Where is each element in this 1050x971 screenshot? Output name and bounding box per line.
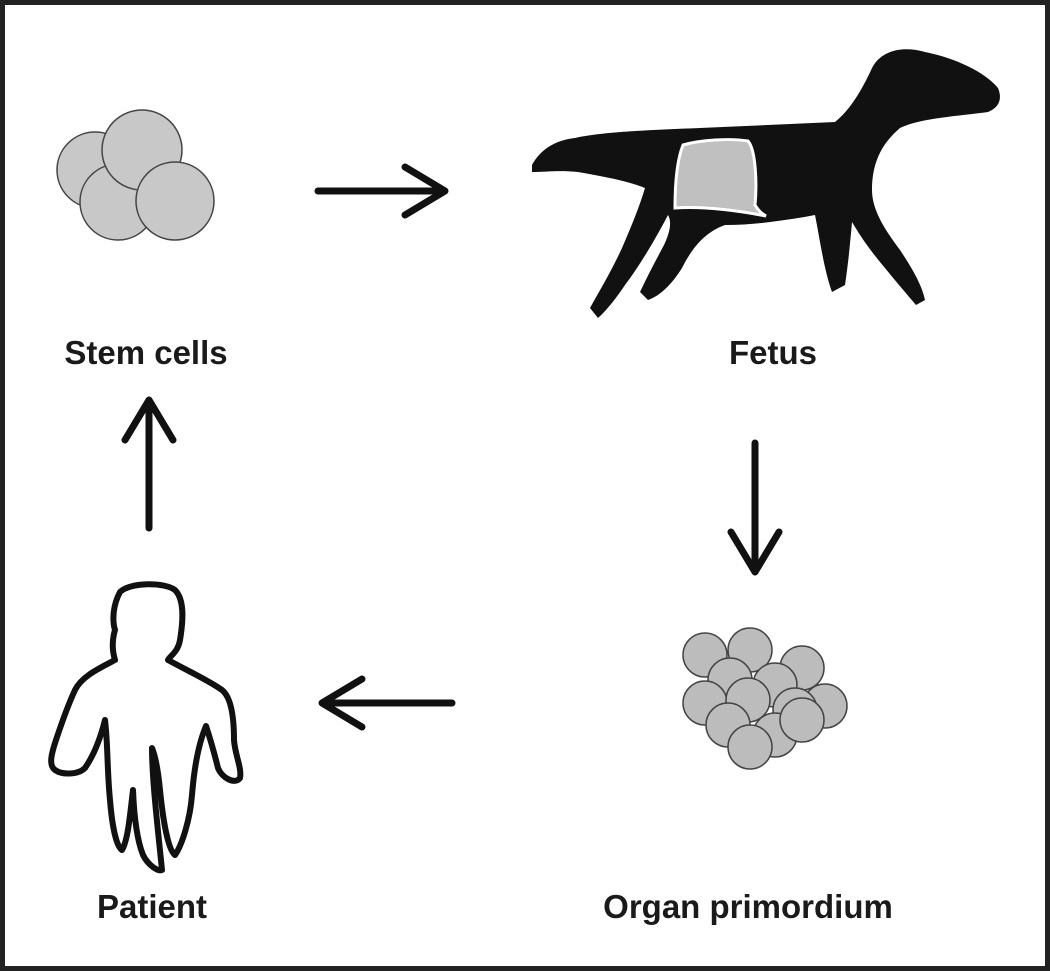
stem-cells-icon bbox=[56, 109, 215, 241]
organ-patch bbox=[673, 138, 767, 218]
cluster-cell bbox=[779, 697, 825, 743]
arrow-fetus-to-organ bbox=[727, 439, 783, 576]
cell-cluster-icon bbox=[682, 627, 848, 770]
animal-fetus-icon bbox=[532, 49, 1000, 318]
human-outline-icon bbox=[48, 581, 244, 874]
stem-cells-label: Stem cells bbox=[64, 334, 228, 371]
stem-cell bbox=[135, 161, 215, 241]
patient-label: Patient bbox=[96, 888, 208, 925]
arrow-patient-to-stem bbox=[121, 396, 177, 532]
cluster-cell bbox=[727, 724, 773, 770]
arrow-stem-to-fetus bbox=[314, 163, 449, 219]
fetus-label: Fetus bbox=[728, 334, 818, 371]
arrow-organ-to-patient bbox=[318, 675, 456, 731]
organ-primordium-label: Organ primordium bbox=[603, 888, 893, 925]
